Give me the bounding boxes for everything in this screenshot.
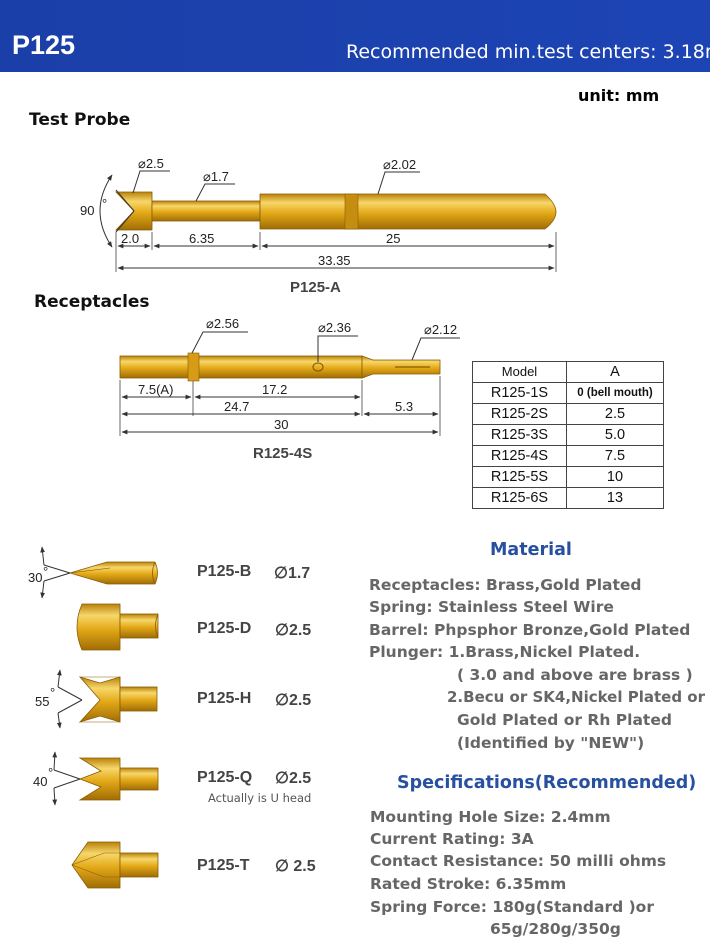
table-row: R125-2S 2.5 — [472, 403, 664, 425]
table-cell-a: 10 — [566, 466, 664, 488]
svg-text:°: ° — [50, 685, 55, 700]
material-title: Material — [490, 540, 572, 560]
rec-dia2: ⌀2.36 — [318, 320, 351, 335]
tip-d-drawing — [76, 603, 159, 651]
table-cell-a: 5.0 — [566, 424, 664, 446]
table-cell-model: R125-4S — [472, 445, 567, 467]
tip-h-angle: 55 — [35, 694, 49, 709]
material-line: Gold Plated or Rh Plated — [457, 711, 672, 729]
table-header-row: Model A — [472, 361, 664, 383]
rec-len-total: 30 — [274, 417, 288, 432]
tip-h-diameter: ∅2.5 — [275, 692, 312, 709]
tip-h-name: P125-H — [197, 690, 252, 707]
table-header-a: A — [566, 361, 664, 383]
tip-d-diameter: ∅2.5 — [275, 622, 312, 639]
tip-b-drawing: 30 ° — [28, 546, 158, 599]
tip-b-angle: 30 — [28, 570, 42, 585]
tip-b-name: P125-B — [197, 563, 252, 580]
material-line: Receptacles: Brass,Gold Plated — [369, 576, 642, 594]
svg-text:°: ° — [48, 765, 53, 780]
rec-len-d: 5.3 — [395, 399, 413, 414]
tip-h-drawing: 55 ° — [35, 669, 158, 729]
tip-t-diameter: ∅ 2.5 — [275, 858, 316, 875]
tip-t-drawing — [71, 841, 159, 889]
material-line: Spring: Stainless Steel Wire — [369, 598, 614, 616]
tip-q-drawing: 40 ° — [33, 751, 159, 806]
probe-len-barrel: 25 — [386, 231, 400, 246]
recommended-centers: Recommended min.test centers: 3.18mm — [346, 41, 710, 63]
material-line: Barrel: Phpsphor Bronze,Gold Plated — [369, 621, 691, 639]
spec-line: Contact Resistance: 50 milli ohms — [370, 852, 667, 870]
tip-b-diameter: ∅1.7 — [274, 565, 311, 582]
material-line: (Identified by "NEW") — [457, 734, 645, 752]
tip-q-name: P125-Q — [197, 769, 253, 786]
table-cell-a: 13 — [566, 487, 664, 509]
material-line: 2.Becu or SK4,Nickel Plated or — [447, 688, 705, 706]
probe-plunger-shape — [151, 200, 261, 222]
header-bar: P125 Recommended min.test centers: 3.18m… — [0, 0, 710, 72]
spec-line: Mounting Hole Size: 2.4mm — [370, 808, 611, 826]
material-line: ( 3.0 and above are brass ) — [457, 666, 693, 684]
spec-line: Rated Stroke: 6.35mm — [370, 875, 567, 893]
rec-len-b: 17.2 — [262, 382, 287, 397]
specs-title: Specifications(Recommended) — [397, 773, 697, 793]
spec-line: 65g/280g/350g — [490, 920, 621, 938]
probe-tip-dia: ⌀2.5 — [138, 156, 164, 171]
receptacles-heading: Receptacles — [34, 292, 150, 312]
probe-angle-label: 90 — [80, 203, 94, 218]
tip-q-angle: 40 — [33, 774, 47, 789]
table-row: R125-5S 10 — [472, 466, 664, 488]
table-row: R125-6S 13 — [472, 487, 664, 509]
table-header-model: Model — [472, 361, 567, 383]
receptacle-drawing: ⌀2.56 ⌀2.36 ⌀2.12 7.5(A) 17.2 24.7 5.3 3… — [119, 316, 460, 462]
tip-q-note: Actually is U head — [208, 791, 312, 805]
receptacle-name: R125-4S — [253, 445, 312, 462]
receptacle-collar-shape — [187, 352, 200, 382]
table-cell-model: R125-3S — [472, 424, 567, 446]
probe-barrel-shape — [259, 193, 557, 230]
rec-dia3: ⌀2.12 — [424, 322, 457, 337]
table-cell-a: 0 (bell mouth) — [566, 382, 664, 404]
probe-name: P125-A — [290, 279, 341, 296]
table-cell-model: R125-5S — [472, 466, 567, 488]
rec-len-c: 24.7 — [224, 399, 249, 414]
svg-text:°: ° — [43, 564, 48, 579]
probe-len-plunger: 6.35 — [189, 231, 214, 246]
tip-d-name: P125-D — [197, 620, 252, 637]
table-cell-model: R125-6S — [472, 487, 567, 509]
probe-a-drawing: 90 ° ⌀2.5 ⌀1.7 ⌀2.02 2.0 6.35 25 33.35 P… — [80, 156, 557, 296]
probe-plunger-dia: ⌀1.7 — [203, 169, 229, 184]
table-cell-a: 2.5 — [566, 403, 664, 425]
probe-crimp-shape — [344, 193, 359, 230]
spec-line: Current Rating: 3A — [370, 830, 534, 848]
spec-line: Spring Force: 180g(Standard )or — [370, 898, 654, 916]
table-cell-model: R125-1S — [472, 382, 567, 404]
receptacle-body-shape — [119, 355, 363, 379]
table-row: R125-3S 5.0 — [472, 424, 664, 446]
rec-len-a: 7.5(A) — [138, 382, 173, 397]
unit-label: unit: mm — [578, 86, 660, 105]
tip-t-name: P125-T — [197, 857, 250, 874]
table-cell-a: 7.5 — [566, 445, 664, 467]
tip-q-diameter: ∅2.5 — [275, 770, 312, 787]
table-row: R125-1S 0 (bell mouth) — [472, 382, 664, 404]
probe-len-tip: 2.0 — [121, 231, 139, 246]
probe-len-total: 33.35 — [318, 253, 351, 268]
model-title: P125 — [12, 30, 76, 60]
svg-text:°: ° — [102, 196, 107, 211]
rec-dia1: ⌀2.56 — [206, 316, 239, 331]
table-row: R125-4S 7.5 — [472, 445, 664, 467]
probe-barrel-dia: ⌀2.02 — [383, 157, 416, 172]
receptacle-table: Model A R125-1S 0 (bell mouth) R125-2S 2… — [472, 361, 664, 509]
test-probe-heading: Test Probe — [29, 110, 131, 130]
table-cell-model: R125-2S — [472, 403, 567, 425]
material-line: Plunger: 1.Brass,Nickel Plated. — [369, 643, 641, 661]
